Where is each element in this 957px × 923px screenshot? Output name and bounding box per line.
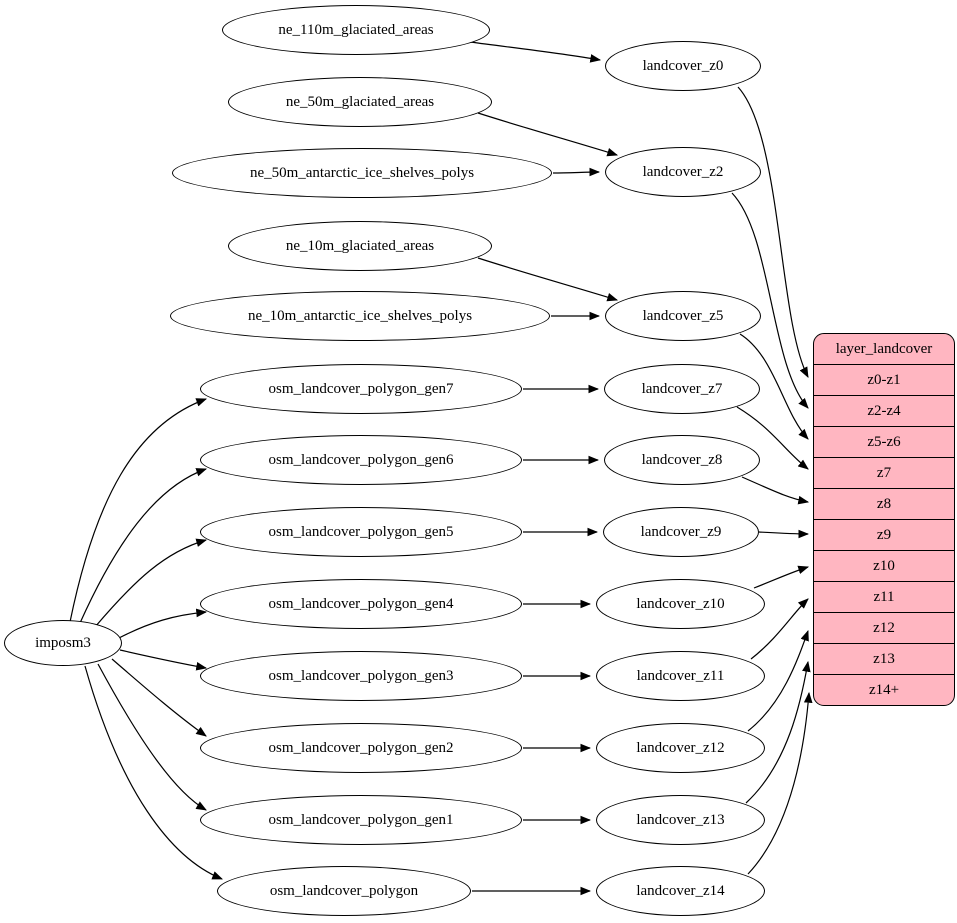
edge-landcover_z8--row-z8	[741, 476, 810, 505]
node-label: landcover_z14	[636, 882, 725, 899]
node-label: ne_50m_antarctic_ice_shelves_polys	[249, 164, 475, 181]
record-row-z5-z6: z5-z6	[814, 426, 954, 457]
node-label: osm_landcover_polygon_gen6	[268, 451, 454, 468]
node-label: landcover_z9	[640, 523, 722, 540]
node-ne_50m_glaciated_areas: ne_50m_glaciated_areas	[228, 77, 492, 127]
record-row-z11: z11	[814, 581, 954, 612]
node-ne_10m_glaciated_areas: ne_10m_glaciated_areas	[228, 221, 492, 271]
node-label: ne_110m_glaciated_areas	[278, 21, 434, 38]
node-label: imposm3	[35, 634, 91, 651]
edge-landcover_z0--row-z0-z1	[737, 86, 809, 378]
node-landcover_z12: landcover_z12	[596, 723, 765, 773]
node-label: landcover_z5	[642, 307, 724, 324]
edge-landcover_z7--row-z7	[736, 406, 809, 470]
node-landcover_z9: landcover_z9	[603, 507, 759, 557]
node-osm_landcover_polygon_gen2: osm_landcover_polygon_gen2	[200, 723, 522, 773]
node-osm_landcover_polygon: osm_landcover_polygon	[217, 866, 471, 916]
record-row-z14plus: z14+	[814, 674, 954, 705]
node-label: landcover_z0	[642, 57, 724, 74]
node-label: landcover_z2	[642, 163, 724, 180]
node-label: osm_landcover_polygon_gen2	[268, 739, 454, 756]
edge-imposm3--osm_landcover_polygon_gen5	[94, 538, 208, 628]
node-landcover_z0: landcover_z0	[605, 41, 761, 91]
record-row-z10: z10	[814, 550, 954, 581]
node-osm_landcover_polygon_gen7: osm_landcover_polygon_gen7	[200, 364, 522, 414]
node-ne_10m_antarctic_ice_shelves_polys: ne_10m_antarctic_ice_shelves_polys	[170, 291, 550, 341]
node-label: landcover_z13	[636, 811, 725, 828]
edge-landcover_z13--row-z13	[745, 660, 811, 804]
edge-landcover_z10--row-z10	[753, 565, 810, 589]
edge-imposm3--osm_landcover_polygon_gen7	[69, 398, 208, 623]
node-landcover_z8: landcover_z8	[604, 435, 760, 485]
node-label: landcover_z10	[636, 595, 725, 612]
node-osm_landcover_polygon_gen4: osm_landcover_polygon_gen4	[200, 579, 522, 629]
node-label: landcover_z7	[641, 380, 723, 397]
node-label: osm_landcover_polygon_gen1	[268, 811, 454, 828]
edge-imposm3--osm_landcover_polygon_gen3	[119, 649, 208, 671]
edge-ne_50m_glaciated_areas--landcover_z2	[477, 112, 619, 157]
node-imposm3: imposm3	[4, 620, 122, 666]
edge-imposm3--osm_landcover_polygon_gen1	[97, 663, 207, 811]
edge-imposm3--osm_landcover_polygon_gen4	[118, 608, 208, 639]
edge-ne_110m_glaciated_areas--landcover_z0	[469, 41, 602, 63]
edge-imposm3--osm_landcover_polygon_gen6	[79, 468, 208, 624]
node-landcover_z13: landcover_z13	[596, 795, 765, 845]
record-row-z2-z4: z2-z4	[814, 395, 954, 426]
node-label: landcover_z8	[641, 451, 723, 468]
node-landcover_z14: landcover_z14	[596, 866, 765, 916]
node-landcover_z11: landcover_z11	[596, 651, 765, 701]
node-label: osm_landcover_polygon	[269, 882, 419, 899]
edge-imposm3--osm_landcover_polygon	[84, 665, 224, 880]
node-osm_landcover_polygon_gen1: osm_landcover_polygon_gen1	[200, 795, 522, 845]
node-landcover_z5: landcover_z5	[605, 291, 761, 341]
node-label: landcover_z11	[636, 667, 725, 684]
record-row-z7: z7	[814, 457, 954, 488]
node-label: ne_50m_glaciated_areas	[285, 93, 435, 110]
node-label: osm_landcover_polygon_gen5	[268, 523, 454, 540]
edge-ne_10m_glaciated_areas--landcover_z5	[477, 257, 619, 302]
record-row-z9: z9	[814, 519, 954, 550]
record-row-z8: z8	[814, 488, 954, 519]
edge-ne_50m_antarctic_ice_shelves_polys--landcover_z2	[552, 167, 601, 177]
node-label: osm_landcover_polygon_gen7	[268, 380, 454, 397]
node-label: ne_10m_glaciated_areas	[285, 237, 435, 254]
record-row-z0-z1: z0-z1	[814, 364, 954, 395]
node-label: osm_landcover_polygon_gen3	[268, 667, 454, 684]
node-osm_landcover_polygon_gen6: osm_landcover_polygon_gen6	[200, 435, 522, 485]
edge-landcover_z11--row-z11	[750, 598, 809, 660]
node-osm_landcover_polygon_gen5: osm_landcover_polygon_gen5	[200, 507, 522, 557]
edge-landcover_z2--row-z2-z4	[731, 192, 809, 409]
node-landcover_z2: landcover_z2	[605, 147, 761, 197]
edge-landcover_z9--row-z9	[758, 529, 810, 539]
node-landcover_z10: landcover_z10	[596, 579, 765, 629]
node-label: ne_10m_antarctic_ice_shelves_polys	[247, 307, 473, 324]
node-label: landcover_z12	[636, 739, 725, 756]
node-osm_landcover_polygon_gen3: osm_landcover_polygon_gen3	[200, 651, 522, 701]
node-ne_110m_glaciated_areas: ne_110m_glaciated_areas	[222, 5, 490, 55]
node-label: osm_landcover_polygon_gen4	[268, 595, 454, 612]
node-landcover_z7: landcover_z7	[604, 364, 760, 414]
record-title: layer_landcover	[835, 341, 933, 357]
record-row-z12: z12	[814, 612, 954, 643]
node-layer_landcover: layer_landcover z0-z1 z2-z4 z5-z6 z7 z8 …	[813, 333, 955, 706]
edge-landcover_z5--row-z5-z6	[739, 333, 809, 440]
edge-imposm3--osm_landcover_polygon_gen2	[111, 658, 207, 737]
edge-landcover_z14--row-z14plus	[747, 691, 813, 875]
record-row-z13: z13	[814, 643, 954, 674]
edge-landcover_z12--row-z12	[747, 629, 809, 732]
node-ne_50m_antarctic_ice_shelves_polys: ne_50m_antarctic_ice_shelves_polys	[172, 148, 552, 198]
